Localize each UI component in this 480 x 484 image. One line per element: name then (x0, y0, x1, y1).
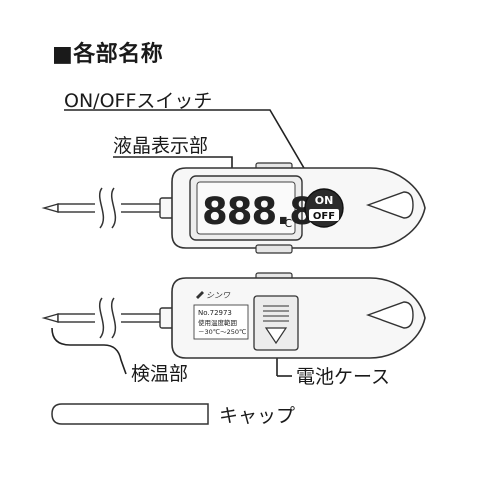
spec-range: －30℃～250℃ (198, 328, 246, 336)
back-view: シンワ No.72973 使用温度範囲 －30℃～250℃ (41, 272, 426, 359)
label-battery-case: 電池ケース (296, 366, 391, 388)
front-bottom-ribs (255, 244, 293, 254)
back-break-mark (95, 297, 121, 339)
cap (51, 403, 209, 425)
spec-range-title: 使用温度範囲 (198, 318, 237, 327)
section-title: ■各部名称 (52, 42, 164, 67)
front-probe-tip (41, 203, 59, 213)
spec-model: No.72973 (198, 309, 232, 317)
leader-probe (51, 327, 127, 375)
lcd-unit: ℃ (280, 217, 292, 230)
button-on-text: ON (315, 194, 334, 207)
front-break-mark (95, 187, 121, 229)
back-hang-hole (365, 301, 414, 329)
lcd-digits: 888.8 (202, 190, 314, 233)
label-lcd-display: 液晶表示部 (113, 135, 209, 157)
leader-lcd (113, 156, 233, 172)
battery-cover-arrow-icon (264, 327, 288, 345)
cap-outline (51, 403, 209, 425)
battery-cover[interactable] (253, 295, 299, 351)
brand-logo: シンワ (196, 291, 231, 300)
button-off-text: OFF (313, 211, 335, 222)
brand-logo-text: シンワ (206, 291, 231, 300)
label-probe: 検温部 (131, 363, 189, 385)
leader-lines (51, 109, 319, 377)
front-hang-hole (365, 191, 414, 219)
battery-cover-grip (263, 305, 289, 322)
on-off-button[interactable]: ON OFF (304, 188, 344, 228)
lcd-screen (196, 181, 296, 235)
spec-label (193, 304, 249, 340)
label-on-off-switch: ON/OFFスイッチ (64, 90, 213, 112)
leader-switch (64, 109, 319, 193)
back-probe-tip (41, 313, 59, 323)
label-cap: キャップ (219, 405, 296, 427)
front-view: 888.8 ℃ ON OFF (41, 162, 426, 254)
